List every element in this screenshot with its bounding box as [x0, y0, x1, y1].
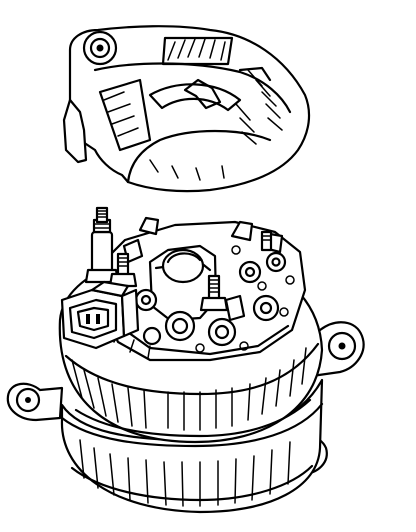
rear-cover	[62, 25, 311, 193]
rectifier-studs	[108, 230, 273, 312]
b-terminal-post	[84, 206, 120, 284]
connector-plug	[60, 280, 140, 350]
regulator-assembly	[98, 216, 307, 362]
